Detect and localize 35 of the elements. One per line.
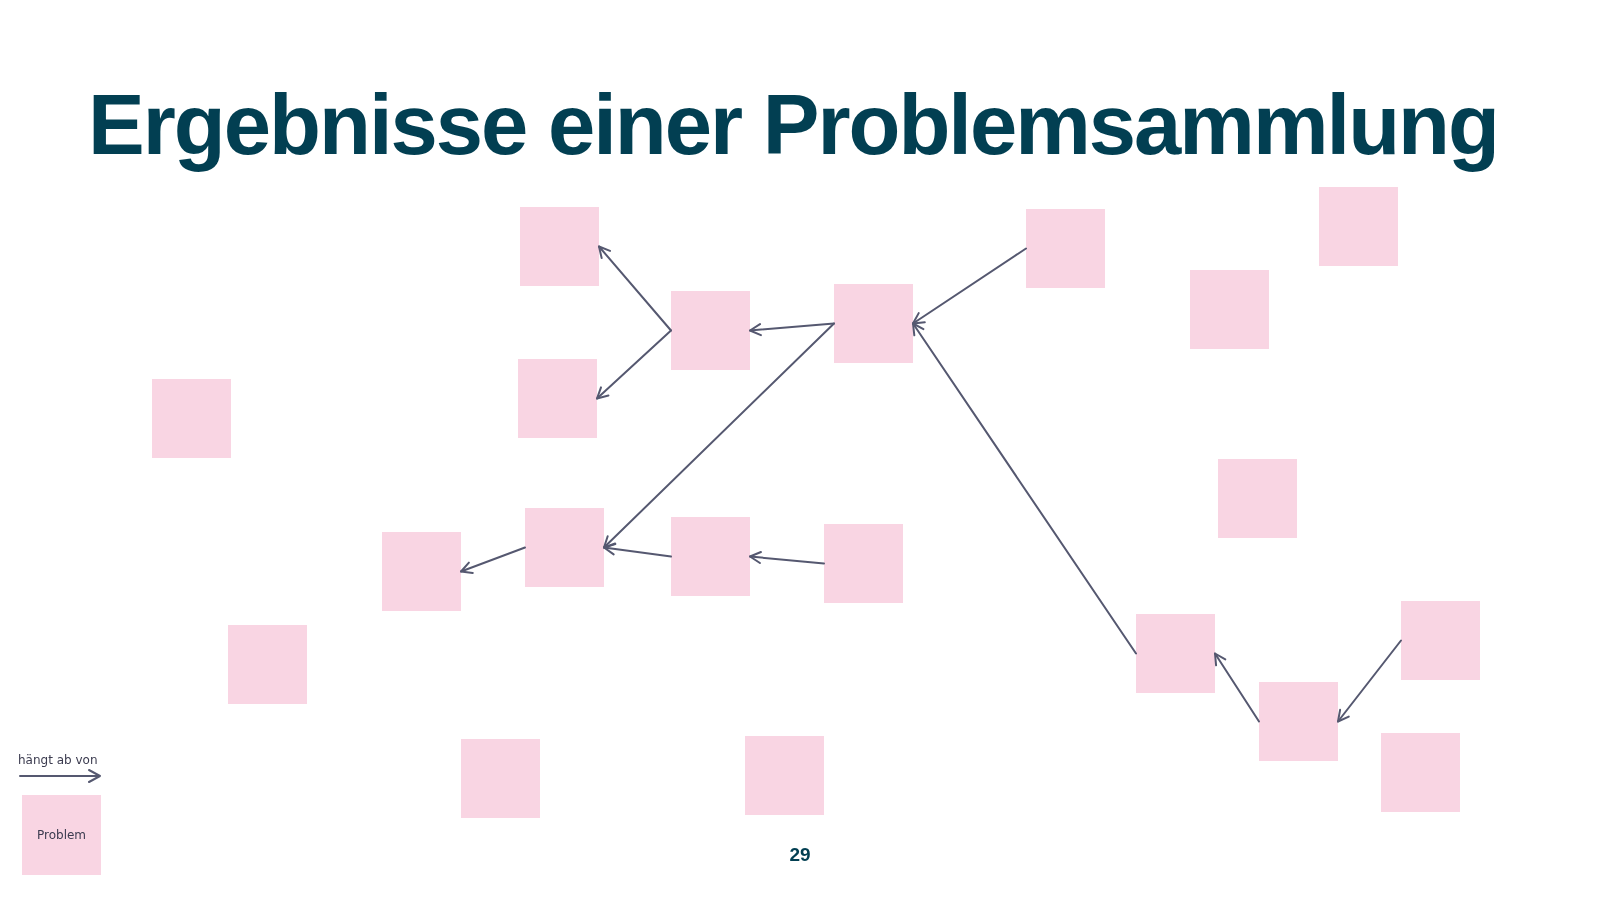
sticky-note <box>382 532 461 611</box>
sticky-note <box>1319 187 1398 266</box>
arrow <box>912 322 1137 655</box>
sticky-note <box>520 207 599 286</box>
sticky-note <box>1136 614 1215 693</box>
arrow <box>749 322 835 337</box>
sticky-note <box>1190 270 1269 349</box>
sticky-note <box>1026 209 1105 288</box>
arrow <box>1337 639 1402 723</box>
sticky-note <box>1381 733 1460 812</box>
sticky-note <box>671 517 750 596</box>
sticky-note <box>518 359 597 438</box>
legend-label: Problem <box>37 828 87 842</box>
sticky-note <box>152 379 231 458</box>
sticky-note <box>824 524 903 603</box>
arrow <box>603 322 835 549</box>
arrow <box>603 542 672 558</box>
arrow <box>596 329 672 400</box>
sticky-note <box>1259 682 1338 761</box>
sticky-note <box>461 739 540 818</box>
arrow <box>1214 652 1260 723</box>
sticky-note <box>1218 459 1297 538</box>
sticky-note <box>1401 601 1480 680</box>
arrow <box>598 245 672 332</box>
sticky-note <box>745 736 824 815</box>
sticky-note <box>525 508 604 587</box>
sticky-note <box>228 625 307 704</box>
arrow <box>912 247 1027 325</box>
title: Ergebnisse einer Problemsammlung <box>88 78 1498 172</box>
arrow <box>460 546 526 574</box>
sticky-note <box>671 291 750 370</box>
page-number: 29 <box>789 845 811 866</box>
arrow <box>749 551 825 565</box>
legend-label: hängt ab von <box>18 754 98 768</box>
sticky-note <box>834 284 913 363</box>
